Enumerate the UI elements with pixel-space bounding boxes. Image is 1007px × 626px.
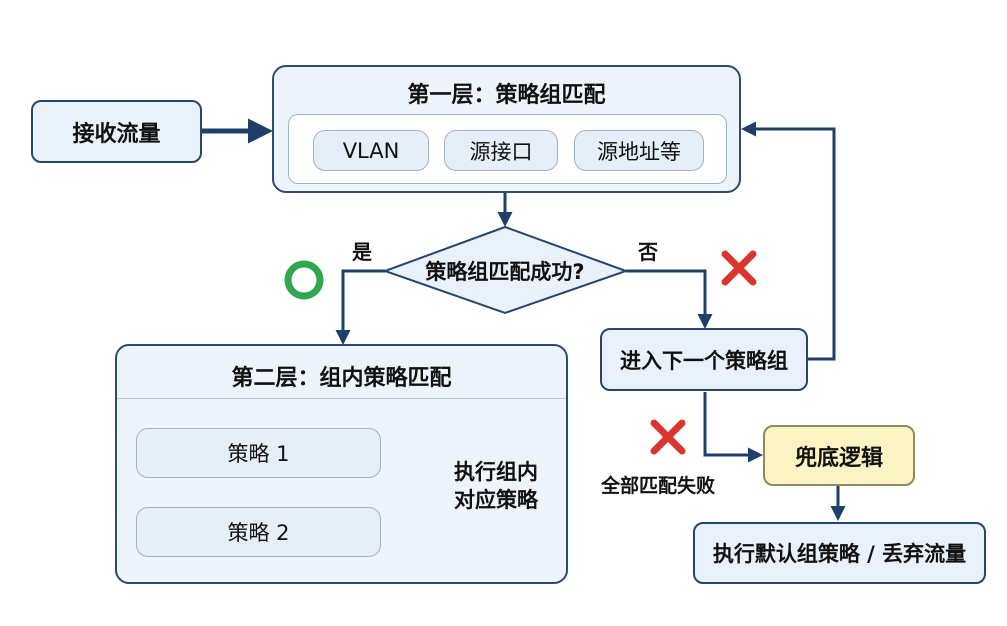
policy1-label: 策略 1 — [227, 442, 290, 466]
fail-cross-icon — [721, 250, 757, 286]
arrow-no-to-next-group — [626, 269, 713, 329]
layer2-divider — [117, 398, 566, 399]
fail-cross-icon-2 — [650, 419, 686, 455]
no-label: 否 — [638, 240, 658, 264]
default-action-label: 执行默认组策略 / 丢弃流量 — [712, 542, 967, 566]
criteria-source-address: 源地址等 — [574, 130, 704, 171]
success-circle-icon — [284, 260, 324, 300]
layer2-title: 第二层：组内策略匹配 — [231, 366, 452, 391]
next-group-node: 进入下一个策略组 — [600, 328, 808, 391]
fallback-label: 兜底逻辑 — [794, 445, 883, 471]
arrow-next-to-fallback — [703, 392, 763, 463]
default-action-node: 执行默认组策略 / 丢弃流量 — [693, 522, 986, 584]
layer1-criteria-box: VLAN 源接口 源地址等 — [288, 114, 727, 184]
yes-label: 是 — [352, 240, 372, 264]
fallback-node: 兜底逻辑 — [763, 425, 915, 486]
receive-traffic-label: 接收流量 — [72, 121, 161, 147]
criteria-source-interface: 源接口 — [444, 130, 558, 171]
policy2-node: 策略 2 — [136, 507, 381, 557]
next-group-label: 进入下一个策略组 — [620, 348, 788, 373]
execute-group-label: 执行组内 对应策略 — [454, 460, 538, 512]
policy2-label: 策略 2 — [227, 521, 290, 545]
decision-diamond — [382, 225, 629, 315]
decision-label: 策略组匹配成功? — [425, 260, 585, 284]
policy1-node: 策略 1 — [136, 428, 381, 478]
layer1-panel: 第一层：策略组匹配 VLAN 源接口 源地址等 — [272, 65, 741, 193]
criteria-vlan: VLAN — [313, 130, 429, 171]
receive-traffic-node: 接收流量 — [31, 100, 202, 163]
all-failed-label: 全部匹配失败 — [601, 475, 716, 497]
arrow-yes-to-layer2 — [335, 269, 385, 345]
layer1-title: 第一层：策略组匹配 — [407, 83, 606, 108]
arrow-loop-to-layer1 — [741, 121, 836, 361]
